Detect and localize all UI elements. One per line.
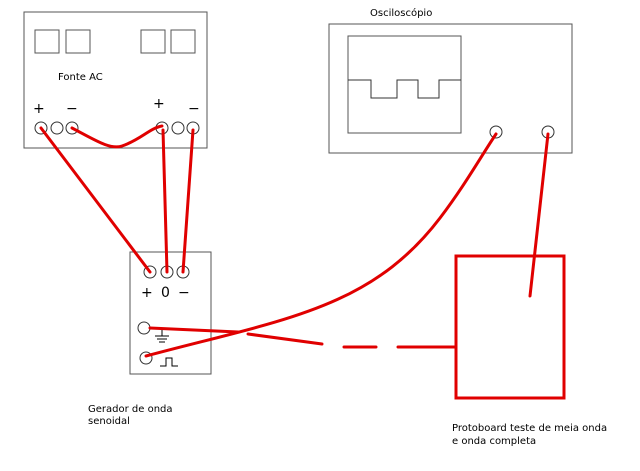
power-supply-display-1 <box>34 29 60 54</box>
power-supply-left-minus: − <box>66 101 78 117</box>
oscilloscope-terminal-1[interactable] <box>489 125 503 139</box>
wire-ps-minus-to-generator-minus[interactable] <box>181 128 195 274</box>
power-supply-left-plus: + <box>33 101 45 117</box>
oscilloscope-label: Osciloscópio <box>370 7 432 19</box>
ground-icon <box>155 330 169 343</box>
generator-plus-label: + <box>141 285 153 301</box>
wire-ps-plus-to-generator-plus[interactable] <box>39 126 152 274</box>
wave-generator: + 0 − <box>129 251 212 375</box>
generator-label-line2: senoidal <box>88 416 130 427</box>
power-supply-label: Fonte AC <box>58 72 103 83</box>
wire-oscilloscope-to-protoboard[interactable] <box>528 132 550 298</box>
pulse-wave-icon <box>160 357 178 367</box>
protoboard-box <box>454 254 566 400</box>
protoboard-label-line1: Protoboard teste de meia onda <box>452 423 607 434</box>
power-supply-display-2 <box>65 29 91 54</box>
power-supply-terminal-2[interactable] <box>50 121 64 135</box>
power-supply-display-4 <box>170 29 196 54</box>
generator-ground-terminal[interactable] <box>137 321 151 335</box>
square-wave-trace <box>348 79 461 99</box>
power-supply: Fonte AC + − + − <box>23 11 208 149</box>
power-supply-right-plus: + <box>153 96 165 112</box>
generator-label-line1: Gerador de onda <box>88 404 173 415</box>
power-supply-right-minus: − <box>188 101 200 117</box>
wire-ground-segment-2[interactable] <box>246 332 324 346</box>
generator-minus-label: − <box>178 285 190 301</box>
wires <box>39 124 550 358</box>
power-supply-terminal-5[interactable] <box>171 121 185 135</box>
wire-ps-plus-to-generator-zero[interactable] <box>161 128 169 274</box>
protoboard-label-line2: e onda completa <box>452 436 536 447</box>
oscilloscope: Osciloscópio <box>328 7 573 154</box>
wire-ps-minus-to-ps-plus[interactable] <box>70 124 164 149</box>
wire-ground-segment-1[interactable] <box>148 326 240 334</box>
oscilloscope-screen <box>347 35 462 134</box>
power-supply-display-3 <box>140 29 166 54</box>
generator-zero-label: 0 <box>161 285 170 301</box>
